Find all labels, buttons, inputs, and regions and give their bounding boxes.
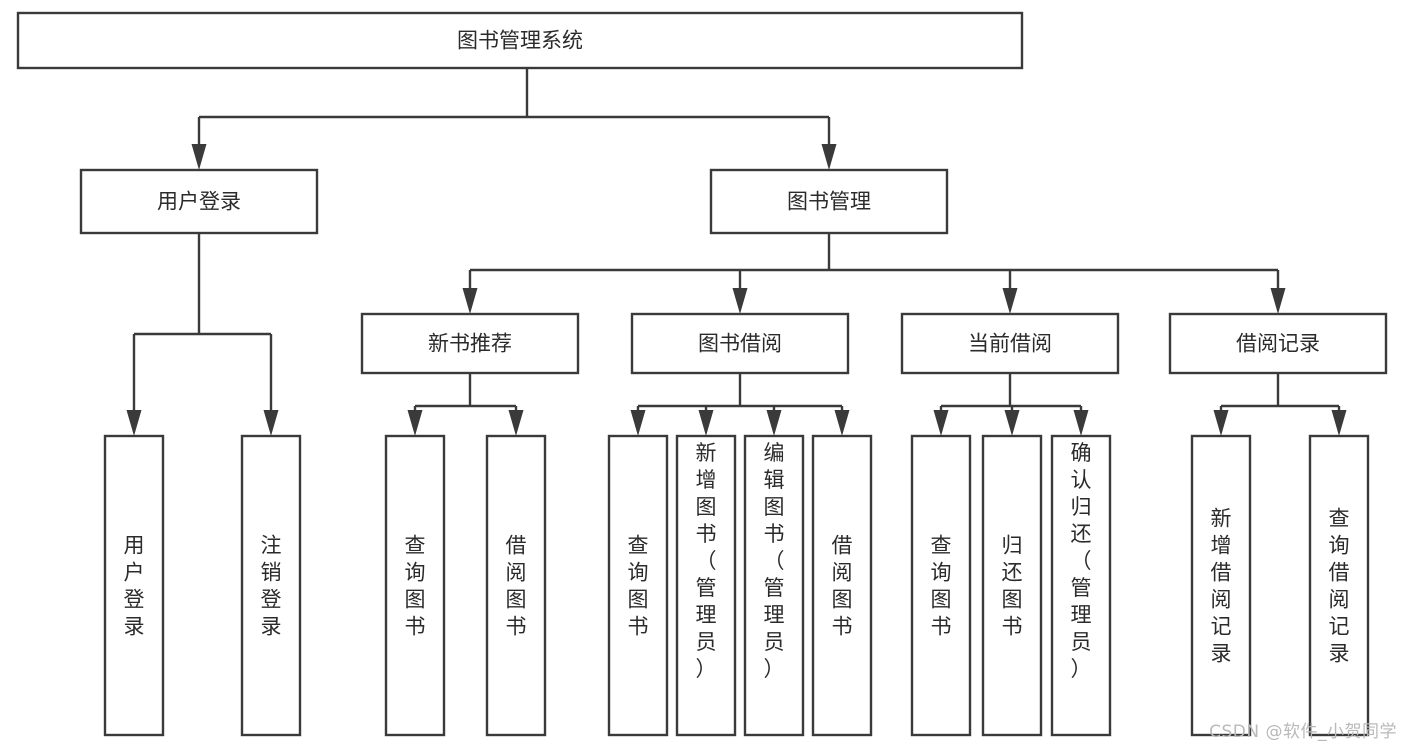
node-box[interactable] (1050, 434, 1112, 737)
node-leaf-query-book-2[interactable]: 查询图书 (607, 434, 669, 737)
node-book-borrow[interactable]: 图书借阅 (630, 312, 850, 375)
node-label: 归还图书 (1002, 534, 1023, 639)
node-label: 借阅图书 (506, 534, 527, 639)
node-leaf-borrow-book-1[interactable]: 借阅图书 (485, 434, 547, 737)
node-box[interactable] (1308, 434, 1370, 737)
connector-book-borrow-to-leaves (630, 373, 850, 436)
node-label: 查询图书 (628, 534, 649, 639)
node-current-borrow[interactable]: 当前借阅 (900, 312, 1120, 375)
node-label: 图书借阅 (698, 332, 782, 356)
node-label: 查询借阅记录 (1329, 507, 1350, 666)
arrow-head-icon (698, 410, 714, 436)
node-box[interactable] (79, 168, 319, 235)
connector-current-borrow-to-leaves (933, 373, 1089, 436)
node-box[interactable] (900, 312, 1120, 375)
node-box[interactable] (675, 434, 737, 737)
arrow-head-icon (508, 410, 524, 436)
watermark-text: CSDN @软件_小贺同学 (1209, 722, 1397, 742)
node-box[interactable] (1190, 434, 1252, 737)
node-user-login[interactable]: 用户登录 (79, 168, 319, 235)
arrow-head-icon (1270, 288, 1286, 314)
node-box[interactable] (360, 312, 580, 375)
node-box[interactable] (981, 434, 1043, 737)
node-leaf-query-book-1[interactable]: 查询图书 (384, 434, 446, 737)
arrow-head-icon (126, 410, 142, 436)
node-box[interactable] (607, 434, 669, 737)
node-leaf-user-login[interactable]: 用户登录 (103, 434, 165, 737)
arrow-head-icon (766, 410, 782, 436)
node-label: 新增图书（管理员） (696, 441, 717, 681)
arrow-head-icon (732, 288, 748, 314)
arrow-head-icon (630, 410, 646, 436)
node-label: 新增借阅记录 (1211, 507, 1232, 666)
node-leaf-query-book-3[interactable]: 查询图书 (910, 434, 972, 737)
arrow-head-icon (191, 144, 207, 170)
node-box[interactable] (485, 434, 547, 737)
arrow-head-icon (263, 410, 279, 436)
node-label: 确认归还（管理员） (1071, 441, 1092, 681)
node-box[interactable] (240, 434, 302, 737)
node-leaf-confirm-return[interactable]: 确认归还（管理员） (1050, 434, 1112, 737)
node-leaf-add-book[interactable]: 新增图书（管理员） (675, 434, 737, 737)
connector-root-to-level2 (191, 68, 837, 170)
connector-layer (126, 68, 1347, 436)
node-label: 图书管理 (787, 190, 871, 214)
node-new-book-rec[interactable]: 新书推荐 (360, 312, 580, 375)
node-leaf-query-record[interactable]: 查询借阅记录 (1308, 434, 1370, 737)
arrow-head-icon (1002, 288, 1018, 314)
node-leaf-logout[interactable]: 注销登录 (240, 434, 302, 737)
node-label: 借阅图书 (832, 534, 853, 639)
arrow-head-icon (933, 410, 949, 436)
node-box[interactable] (384, 434, 446, 737)
arrow-head-icon (1331, 410, 1347, 436)
node-leaf-edit-book[interactable]: 编辑图书（管理员） (743, 434, 805, 737)
node-borrow-record[interactable]: 借阅记录 (1168, 312, 1388, 375)
node-label: 编辑图书（管理员） (764, 441, 785, 681)
node-box[interactable] (1168, 312, 1388, 375)
connector-borrow-record-to-leaves (1213, 373, 1347, 436)
node-box[interactable] (709, 168, 949, 235)
node-leaf-borrow-book-2[interactable]: 借阅图书 (811, 434, 873, 737)
node-leaf-add-record[interactable]: 新增借阅记录 (1190, 434, 1252, 737)
node-label: 新书推荐 (428, 332, 512, 356)
arrow-head-icon (1004, 410, 1020, 436)
arrow-head-icon (407, 410, 423, 436)
node-box[interactable] (630, 312, 850, 375)
node-box[interactable] (910, 434, 972, 737)
node-layer: 图书管理系统用户登录图书管理新书推荐图书借阅当前借阅借阅记录用户登录注销登录查询… (16, 11, 1388, 737)
node-label: 当前借阅 (968, 332, 1052, 356)
node-label: 用户登录 (124, 534, 145, 639)
connector-book-manage-to-level3 (462, 233, 1286, 314)
node-label: 注销登录 (261, 534, 282, 639)
node-box[interactable] (103, 434, 165, 737)
node-label: 用户登录 (157, 190, 241, 214)
node-box[interactable] (811, 434, 873, 737)
arrow-head-icon (1073, 410, 1089, 436)
connector-new-book-rec-to-leaves (407, 373, 524, 436)
node-book-manage[interactable]: 图书管理 (709, 168, 949, 235)
connector-user-login-to-leaves (126, 233, 279, 436)
node-label: 借阅记录 (1236, 332, 1320, 356)
node-label: 图书管理系统 (457, 29, 583, 53)
arrow-head-icon (1213, 410, 1229, 436)
node-leaf-return-book[interactable]: 归还图书 (981, 434, 1043, 737)
node-label: 查询图书 (931, 534, 952, 639)
arrow-head-icon (462, 288, 478, 314)
node-label: 查询图书 (405, 534, 426, 639)
node-root[interactable]: 图书管理系统 (16, 11, 1024, 70)
node-box[interactable] (743, 434, 805, 737)
node-box[interactable] (16, 11, 1024, 70)
arrow-head-icon (821, 144, 837, 170)
arrow-head-icon (834, 410, 850, 436)
